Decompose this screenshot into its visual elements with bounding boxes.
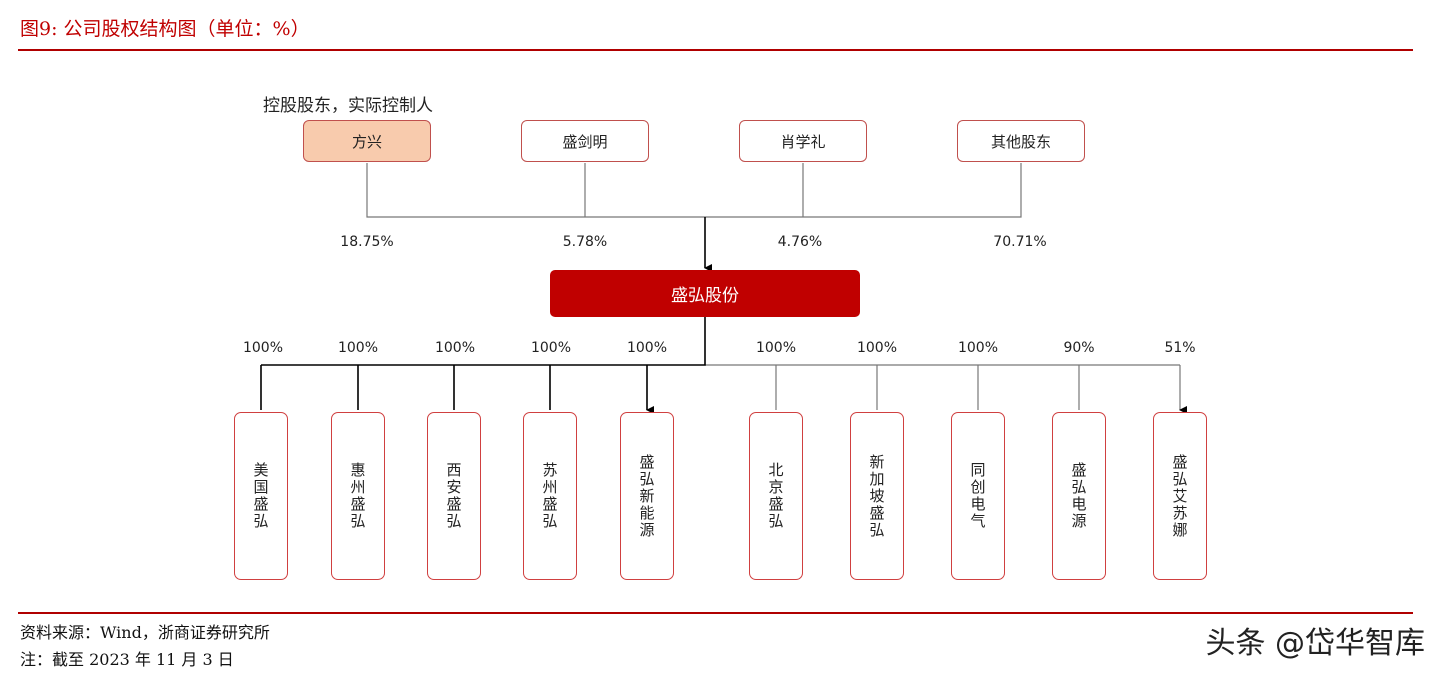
subsidiary-pct: 100% [242, 340, 284, 356]
shareholder-name: 肖学礼 [780, 132, 826, 151]
subsidiary-box: 美国盛弘 [234, 412, 288, 580]
source-note: 资料来源：Wind，浙商证券研究所 [20, 623, 270, 642]
shareholder-pct: 18.75% [340, 234, 394, 250]
subsidiary-name: 盛弘艾苏娜 [1170, 453, 1189, 539]
subsidiary-name: 同创电气 [968, 462, 987, 530]
bottom-rule [18, 612, 1413, 614]
date-note: 注：截至 2023 年 11 月 3 日 [20, 650, 234, 669]
subsidiary-name: 苏州盛弘 [540, 462, 559, 530]
shareholder-pct: 70.71% [993, 234, 1047, 250]
shareholder-name: 其他股东 [990, 132, 1051, 151]
subsidiary-name: 北京盛弘 [766, 462, 785, 530]
subsidiary-box: 盛弘艾苏娜 [1153, 412, 1207, 580]
top-rule [18, 49, 1413, 51]
shareholder-pct: 5.78% [562, 234, 608, 250]
subsidiary-box: 同创电气 [951, 412, 1005, 580]
subsidiary-pct: 90% [1063, 340, 1095, 356]
watermark: 头条 @岱华智库 [1205, 626, 1425, 661]
subsidiary-name: 新加坡盛弘 [867, 453, 886, 539]
subsidiary-name: 西安盛弘 [444, 462, 463, 530]
subsidiary-box: 苏州盛弘 [523, 412, 577, 580]
subsidiary-box: 惠州盛弘 [331, 412, 385, 580]
subsidiary-pct: 100% [626, 340, 668, 356]
controller-label: 控股股东，实际控制人 [263, 96, 433, 116]
company-box: 盛弘股份 [550, 270, 860, 317]
subsidiary-box: 盛弘电源 [1052, 412, 1106, 580]
subsidiary-box: 北京盛弘 [749, 412, 803, 580]
subsidiary-pct: 100% [434, 340, 476, 356]
subsidiary-pct: 100% [337, 340, 379, 356]
subsidiary-box: 盛弘新能源 [620, 412, 674, 580]
subsidiary-box: 西安盛弘 [427, 412, 481, 580]
subsidiary-pct: 100% [755, 340, 797, 356]
subsidiary-pct: 51% [1164, 340, 1196, 356]
subsidiary-name: 美国盛弘 [251, 462, 270, 530]
subsidiary-name: 盛弘电源 [1069, 462, 1088, 530]
shareholder-box: 肖学礼 [739, 120, 867, 162]
subsidiary-box: 新加坡盛弘 [850, 412, 904, 580]
shareholder-name: 方兴 [351, 132, 382, 151]
subsidiary-name: 惠州盛弘 [348, 462, 367, 530]
subsidiary-name: 盛弘新能源 [637, 453, 656, 539]
shareholder-name: 盛剑明 [562, 132, 608, 151]
shareholder-box-fangxing: 方兴 [303, 120, 431, 162]
subsidiary-pct: 100% [957, 340, 999, 356]
shareholder-box: 其他股东 [957, 120, 1085, 162]
figure-title: 图9: 公司股权结构图（单位：%） [20, 18, 310, 40]
shareholder-box: 盛剑明 [521, 120, 649, 162]
subsidiary-pct: 100% [530, 340, 572, 356]
shareholder-pct: 4.76% [777, 234, 823, 250]
subsidiary-pct: 100% [856, 340, 898, 356]
